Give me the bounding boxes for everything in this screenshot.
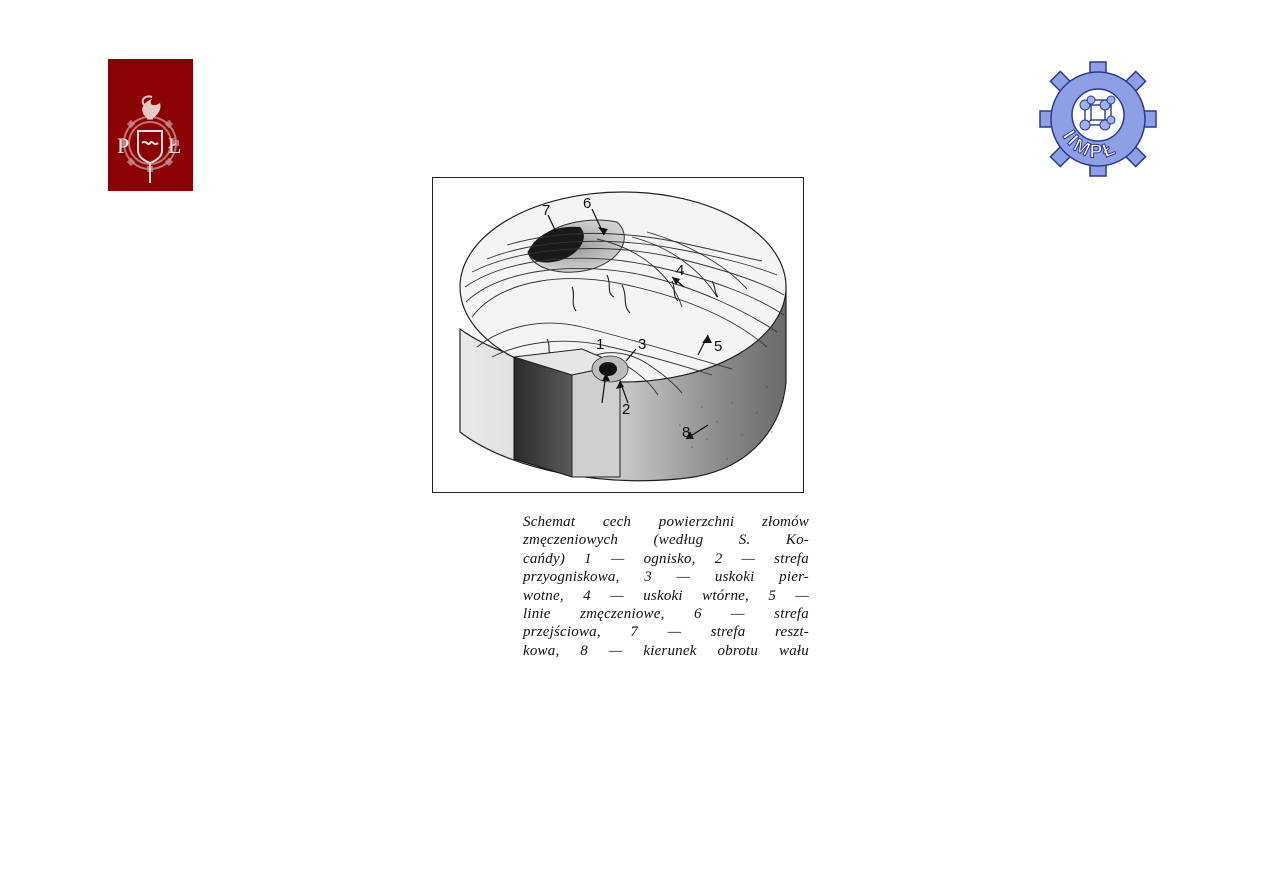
- fatigue-fracture-diagram: 1 2 3 4 5 6 7 8: [432, 177, 804, 493]
- caption-line: przejściowa, 7 — strefa reszt-: [523, 624, 809, 641]
- label-5: 5: [714, 338, 722, 355]
- label-7: 7: [542, 202, 550, 219]
- caption-line: Schemat cech powierzchni złomów: [523, 514, 809, 530]
- label-1: 1: [596, 336, 604, 353]
- logo-letter-p: P: [117, 133, 129, 158]
- caption-line: kowa, 8 — kierunek obrotu wału: [523, 642, 809, 659]
- figure-caption: Schemat cech powierzchni złomów zmęczeni…: [523, 513, 809, 660]
- label-2: 2: [622, 401, 630, 418]
- label-4: 4: [676, 262, 684, 279]
- politechnika-lodzka-logo: P Ł: [108, 59, 193, 191]
- iimpl-gear-logo: IIMPŁ: [1038, 60, 1158, 178]
- logo-letter-l: Ł: [168, 133, 181, 158]
- caption-line: zmęczeniowych (według S. Ko-: [523, 532, 809, 549]
- caption-line: linie zmęczeniowe, 6 — strefa: [523, 606, 809, 623]
- caption-line: przyogniskowa, 3 — uskoki pier-: [523, 569, 809, 586]
- label-3: 3: [638, 336, 646, 353]
- caption-line: cańdy) 1 — ognisko, 2 — strefa: [523, 550, 809, 567]
- label-8: 8: [682, 424, 690, 441]
- caption-line: wotne, 4 — uskoki wtórne, 5 —: [523, 587, 809, 604]
- label-6: 6: [583, 195, 591, 212]
